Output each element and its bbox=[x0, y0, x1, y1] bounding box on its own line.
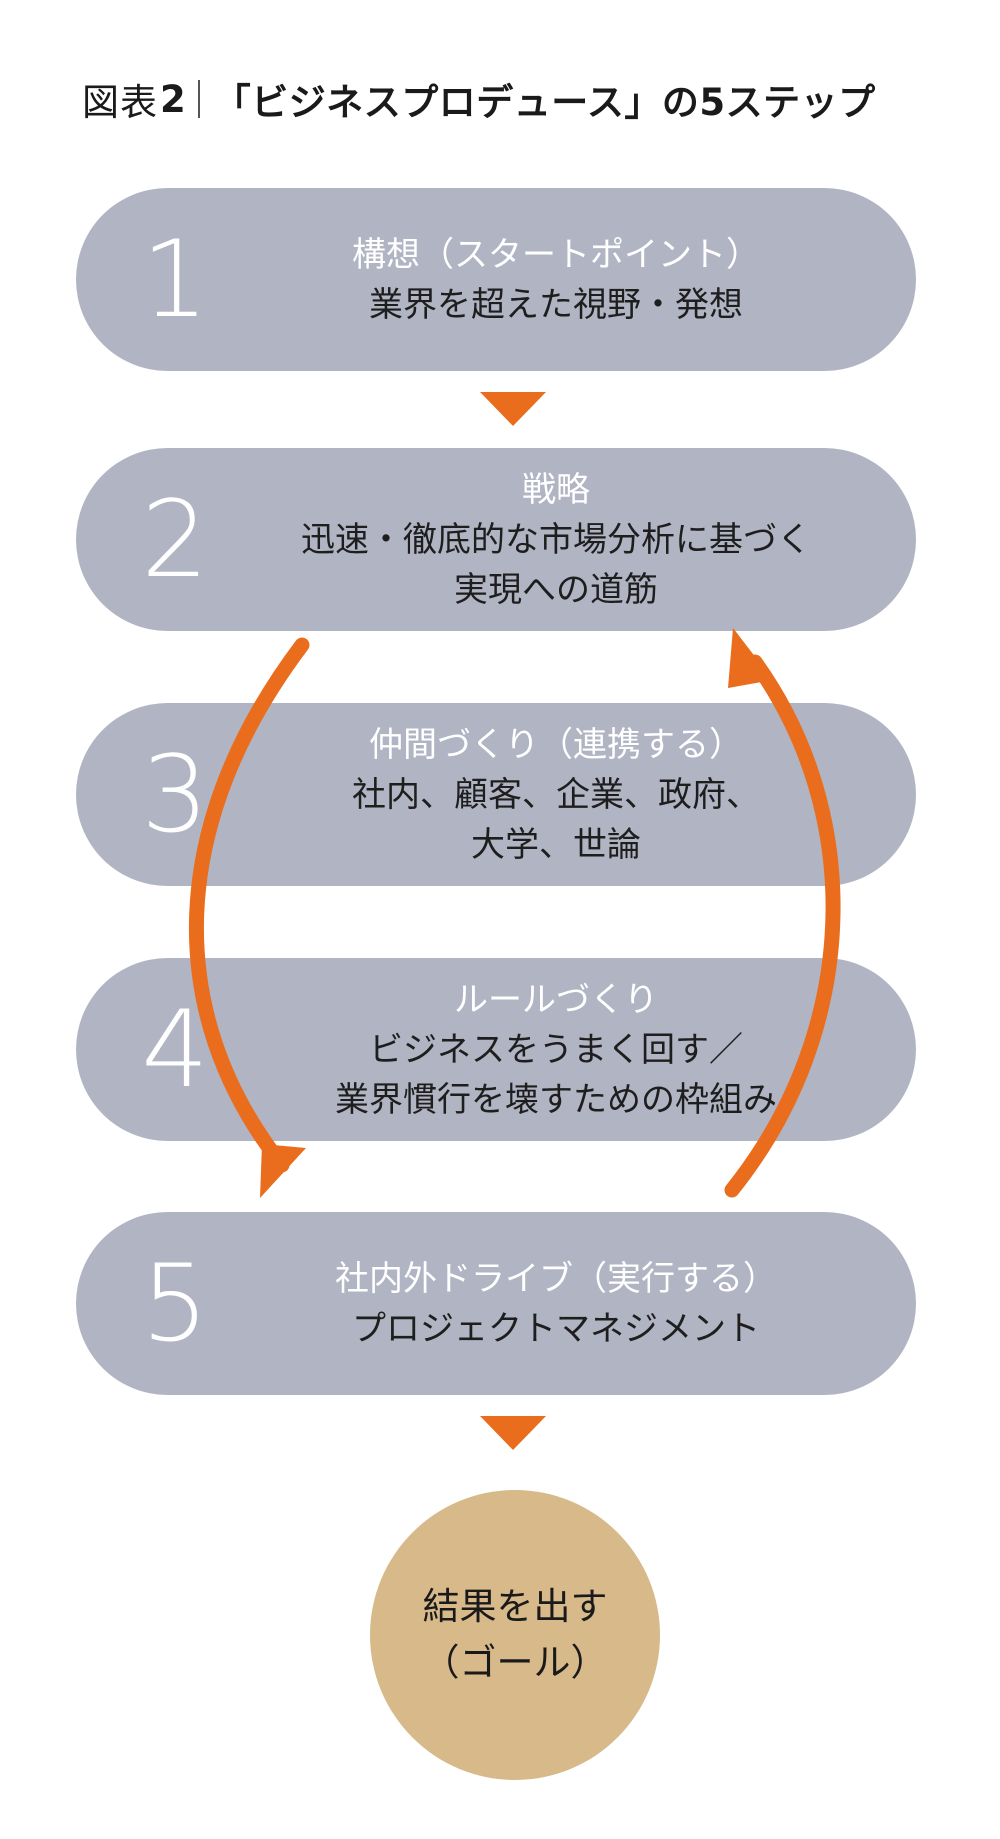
step-2-pill: 2 戦略 迅速・徹底的な市場分析に基づく 実現への道筋 bbox=[76, 448, 916, 631]
step-desc-line: 迅速・徹底的な市場分析に基づく bbox=[301, 519, 811, 560]
goal-line-1: 結果を出す bbox=[422, 1585, 608, 1628]
figure-label: 図表 bbox=[82, 81, 158, 124]
figure-header: 図表 2 「ビジネスプロデュース」の5ステップ bbox=[82, 64, 876, 134]
step-number: 2 bbox=[141, 478, 209, 601]
step-number: 1 bbox=[141, 218, 209, 341]
loop-arrowhead-up-icon bbox=[728, 628, 773, 688]
step-text: ルールづくり ビジネスをうまく回す／ 業界慣行を壊すための枠組み bbox=[236, 958, 876, 1141]
step-desc-line: ビジネスをうまく回す／ bbox=[369, 1029, 743, 1070]
step-text: 戦略 迅速・徹底的な市場分析に基づく 実現への道筋 bbox=[236, 448, 876, 631]
step-desc-line: プロジェクトマネジメント bbox=[352, 1308, 760, 1349]
goal-circle: 結果を出す （ゴール） bbox=[370, 1490, 660, 1780]
step-title: 構想（スタートポイント） bbox=[352, 234, 760, 275]
step-4-pill: 4 ルールづくり ビジネスをうまく回す／ 業界慣行を壊すための枠組み bbox=[76, 958, 916, 1141]
step-number: 5 bbox=[141, 1242, 209, 1365]
goal-line-2: （ゴール） bbox=[422, 1641, 608, 1684]
step-desc-line: 業界を超えた視野・発想 bbox=[369, 284, 743, 325]
figure-title: 「ビジネスプロデュース」の5ステップ bbox=[213, 81, 876, 124]
step-desc-line: 業界慣行を壊すための枠組み bbox=[335, 1079, 777, 1120]
step-desc-line: 社内、顧客、企業、政府、 bbox=[352, 774, 760, 815]
step-title: 戦略 bbox=[522, 469, 590, 510]
step-5-pill: 5 社内外ドライブ（実行する） プロジェクトマネジメント bbox=[76, 1212, 916, 1395]
step-text: 社内外ドライブ（実行する） プロジェクトマネジメント bbox=[236, 1212, 876, 1395]
step-title: ルールづくり bbox=[454, 979, 658, 1020]
down-arrow-icon bbox=[480, 1416, 546, 1450]
step-1-pill: 1 構想（スタートポイント） 業界を超えた視野・発想 bbox=[76, 188, 916, 371]
header-divider bbox=[197, 80, 200, 118]
step-text: 仲間づくり（連携する） 社内、顧客、企業、政府、 大学、世論 bbox=[236, 703, 876, 886]
step-desc-line: 大学、世論 bbox=[471, 824, 641, 865]
step-3-pill: 3 仲間づくり（連携する） 社内、顧客、企業、政府、 大学、世論 bbox=[76, 703, 916, 886]
step-desc-line: 実現への道筋 bbox=[454, 569, 658, 610]
step-number: 3 bbox=[141, 733, 209, 856]
step-text: 構想（スタートポイント） 業界を超えた視野・発想 bbox=[236, 188, 876, 371]
step-number: 4 bbox=[141, 988, 209, 1111]
figure-number: 2 bbox=[160, 77, 186, 121]
down-arrow-icon bbox=[480, 392, 546, 426]
step-title: 社内外ドライブ（実行する） bbox=[335, 1258, 777, 1299]
loop-arrowhead-down-icon bbox=[260, 1144, 306, 1198]
step-title: 仲間づくり（連携する） bbox=[369, 724, 743, 765]
